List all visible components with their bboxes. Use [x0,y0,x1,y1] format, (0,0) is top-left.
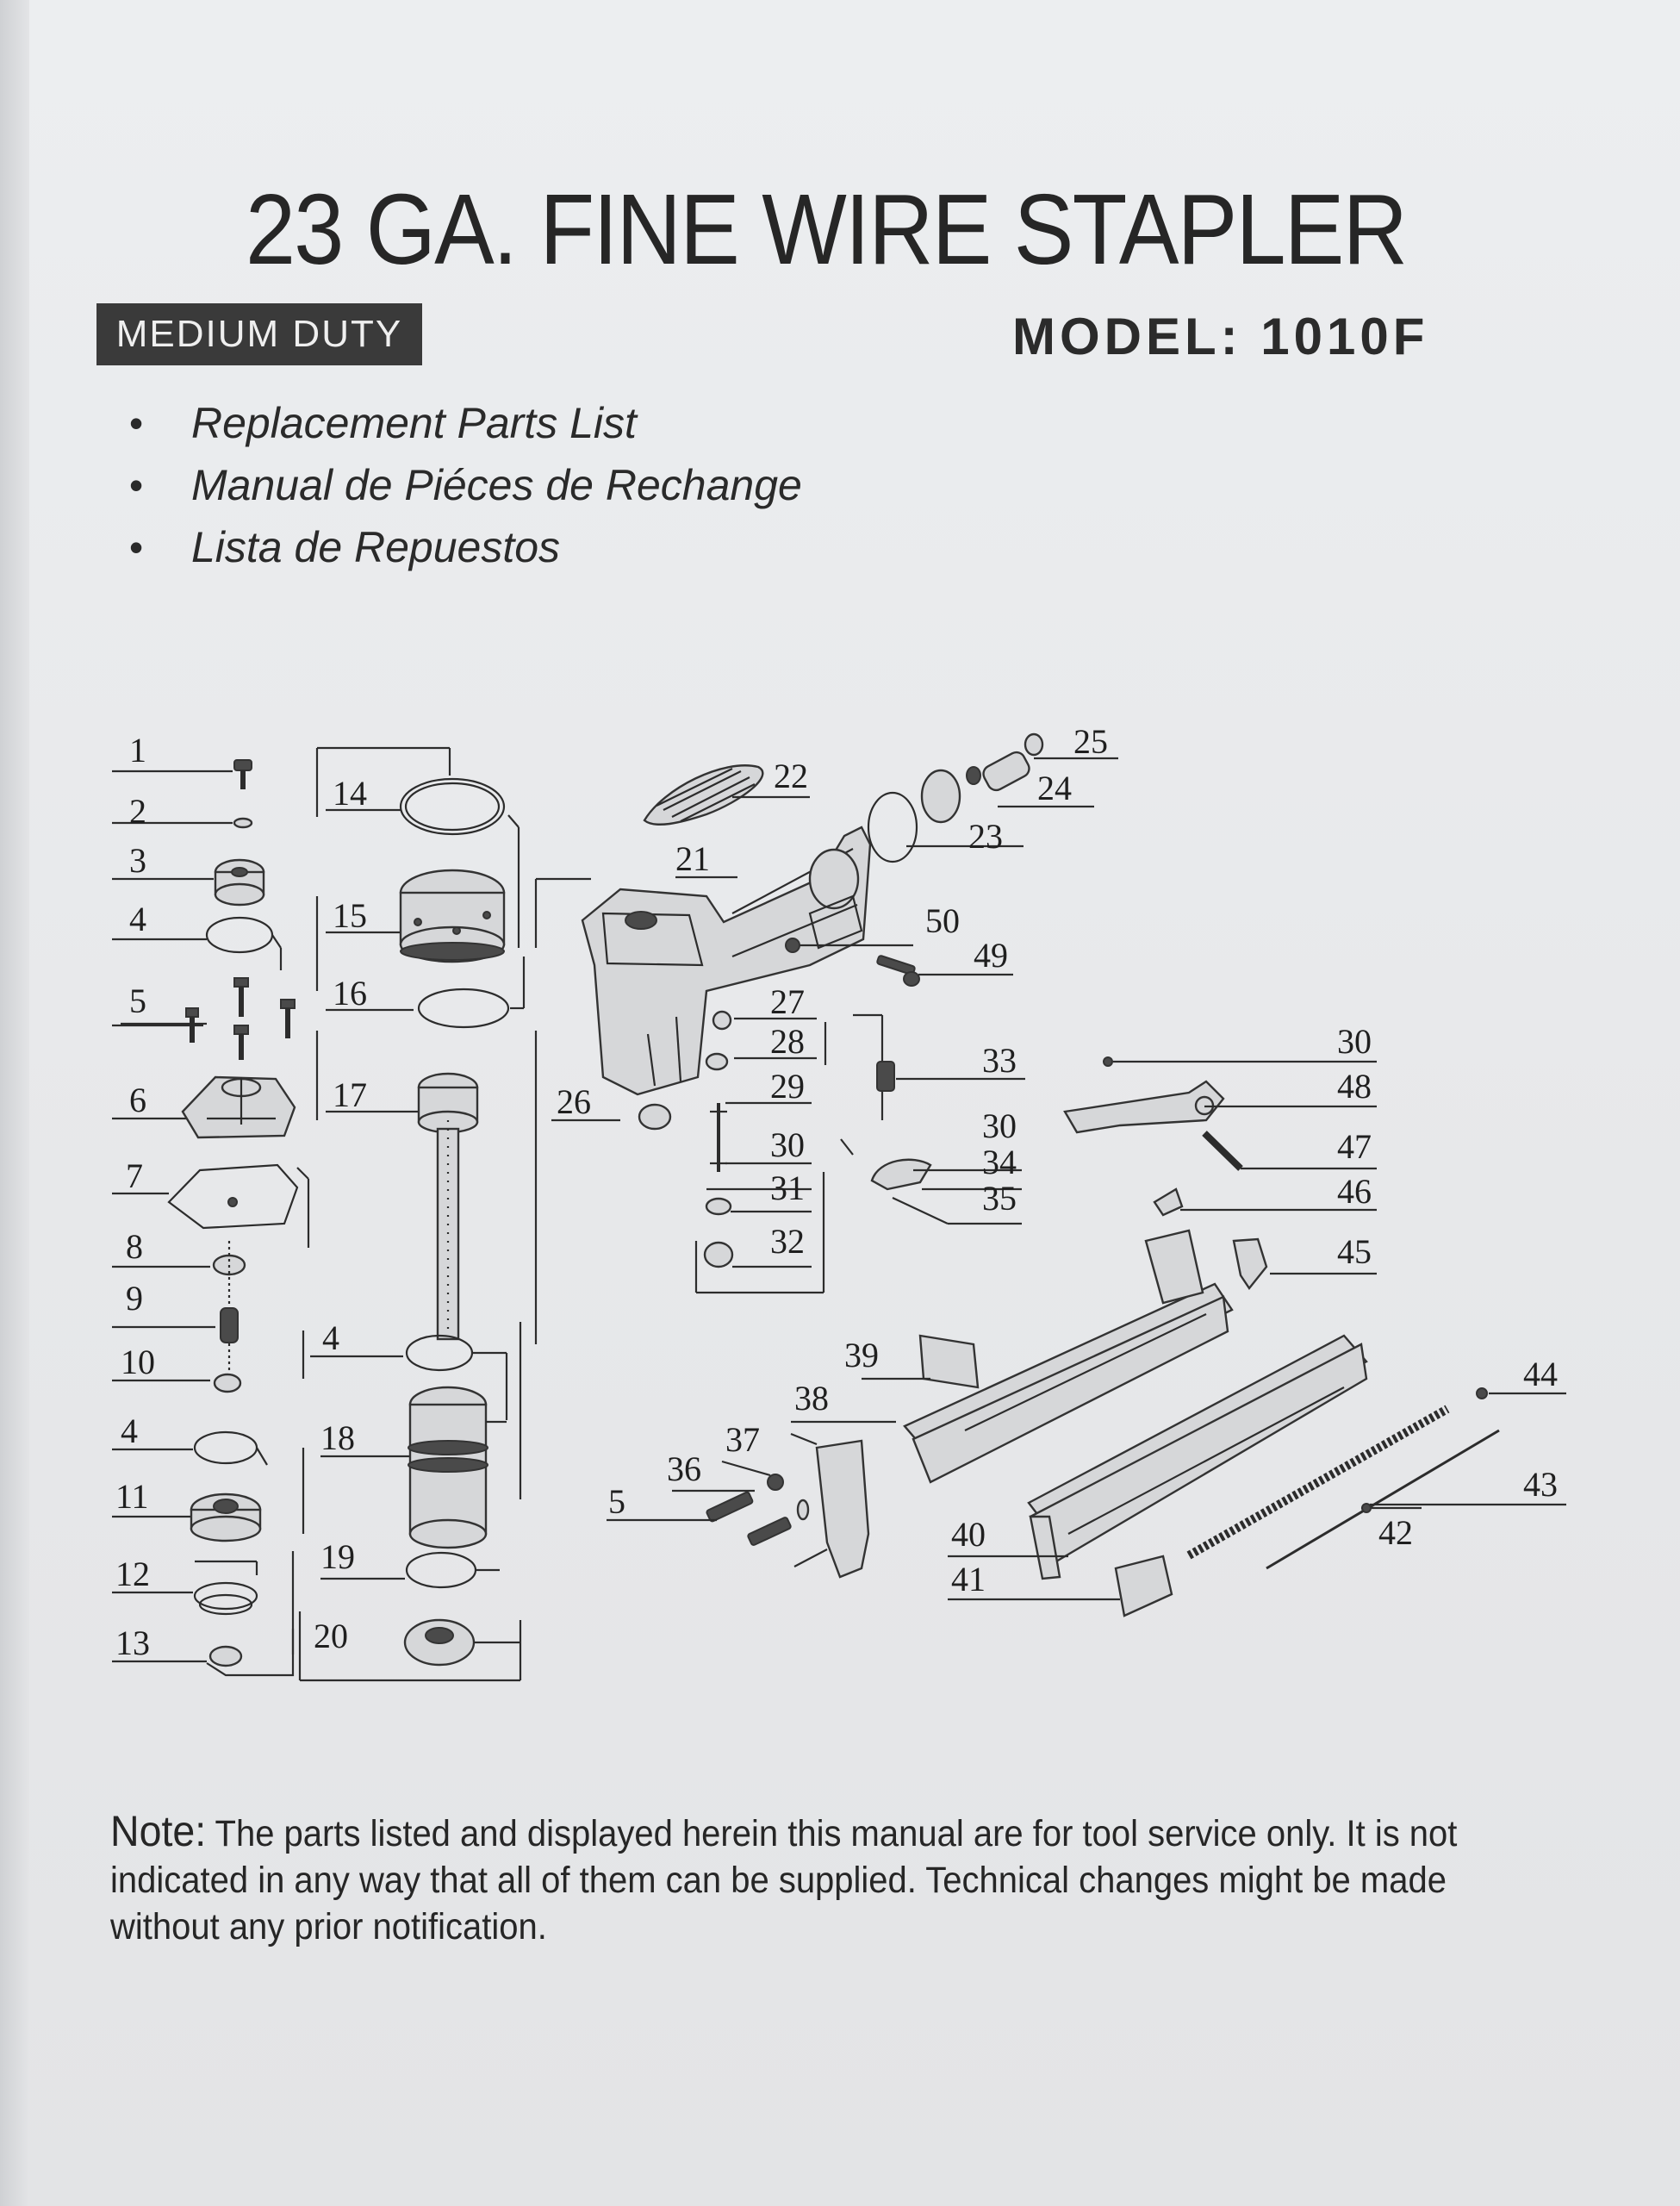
page-binding-edge [0,0,29,2206]
duty-badge: MEDIUM DUTY [96,303,422,365]
callout-5: 5 [129,981,146,1020]
callout-12: 12 [115,1555,150,1593]
callout-7: 7 [126,1156,143,1195]
callout-1: 1 [129,731,146,770]
callout-48: 48 [1337,1067,1372,1106]
callout-6: 6 [129,1081,146,1119]
document-list: Replacement Parts List Manual de Piéces … [129,398,802,584]
callout-41: 41 [951,1560,986,1598]
callout-26: 26 [557,1082,591,1121]
callout-4b: 4 [121,1411,138,1450]
note-text: The parts listed and displayed herein th… [110,1813,1458,1947]
callout-40: 40 [951,1515,986,1554]
callout-11: 11 [115,1477,149,1516]
callout-4: 4 [129,900,146,938]
page-title: 23 GA. FINE WIRE STAPLER [246,173,1408,285]
callout-30b: 30 [982,1106,1017,1145]
callout-17: 17 [333,1075,367,1114]
callout-39: 39 [844,1336,879,1374]
callout-30: 30 [770,1125,805,1164]
callout-33: 33 [982,1041,1017,1080]
callout-10: 10 [121,1343,155,1381]
left-column-parts [112,759,310,1677]
callout-34: 34 [982,1143,1017,1181]
callout-32: 32 [770,1222,805,1261]
callout-22: 22 [774,757,808,795]
callout-2: 2 [129,792,146,831]
callout-4c: 4 [322,1318,339,1357]
exploded-parts-diagram: 1 2 3 4 5 6 7 8 9 10 4 11 12 13 14 15 16… [112,722,1566,1682]
trigger-parts [840,1013,1377,1291]
callout-30c: 30 [1337,1022,1372,1061]
magazine-parts [607,1229,1566,1617]
middle-column-parts [298,746,591,1682]
callout-47: 47 [1337,1127,1372,1166]
callout-8: 8 [126,1227,143,1266]
callout-18: 18 [320,1418,355,1457]
callout-49: 49 [974,936,1008,975]
service-note: Note: The parts listed and displayed her… [110,1808,1465,1950]
callout-43: 43 [1523,1465,1558,1504]
callout-9: 9 [126,1279,143,1318]
note-label: Note: [110,1807,207,1855]
callout-35: 35 [982,1179,1017,1218]
housing-parts [551,732,1118,1294]
callout-5b: 5 [608,1482,625,1521]
callout-50: 50 [925,901,960,940]
list-item-english: Replacement Parts List [129,398,802,460]
callout-29: 29 [770,1067,805,1106]
callout-27: 27 [770,982,805,1021]
callout-36: 36 [667,1449,701,1488]
callout-15: 15 [333,896,367,935]
callout-21: 21 [675,839,710,878]
callout-14: 14 [333,774,367,813]
callout-28: 28 [770,1022,805,1061]
callout-16: 16 [333,974,367,1013]
callout-46: 46 [1337,1172,1372,1211]
callout-37: 37 [725,1420,760,1459]
callout-45: 45 [1337,1232,1372,1271]
callout-42: 42 [1378,1513,1413,1552]
callout-20: 20 [314,1617,348,1655]
callout-19: 19 [320,1537,355,1576]
callout-13: 13 [115,1623,150,1662]
callout-31: 31 [770,1168,805,1207]
callout-labels: 1 2 3 4 5 6 7 8 9 10 4 11 12 13 14 15 16… [115,722,1558,1662]
list-item-french: Manual de Piéces de Rechange [129,460,802,522]
callout-23: 23 [968,817,1003,856]
callout-44: 44 [1523,1355,1558,1393]
callout-24: 24 [1037,769,1072,807]
callout-38: 38 [794,1379,829,1418]
list-item-spanish: Lista de Repuestos [129,522,802,584]
callout-3: 3 [129,841,146,880]
model-number: MODEL: 1010F [1012,308,1429,365]
callout-25: 25 [1073,722,1108,761]
